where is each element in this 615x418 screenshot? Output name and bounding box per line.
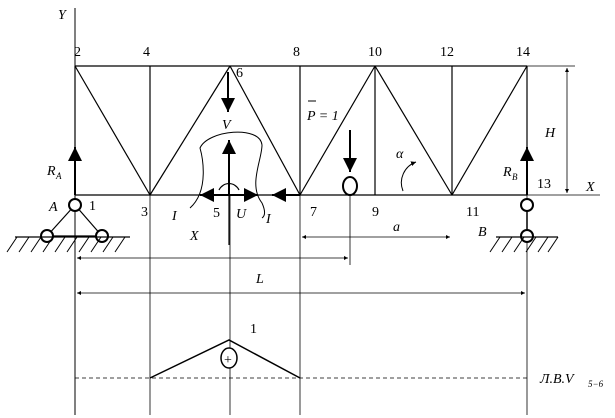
height-label: H [544, 126, 556, 141]
span-dimension: L [77, 272, 525, 295]
truss-verticals [74, 66, 528, 195]
plus-sign: + [224, 353, 232, 368]
plus-sign-circle [220, 347, 238, 369]
section-right-label: I [265, 212, 272, 227]
span-label: L [255, 272, 264, 287]
reaction-ra: R A [46, 147, 82, 195]
angle-alpha: α [396, 147, 417, 192]
truss-chords [75, 65, 527, 196]
force-v: V [221, 72, 235, 133]
unit-load: P = 1 [306, 100, 358, 265]
node-labels: 1 2 3 4 5 6 7 8 9 10 11 12 13 14 [74, 45, 551, 221]
influence-line-label: Л.В.V [539, 372, 575, 387]
reaction-ra-sub: A [55, 171, 62, 181]
node-14: 14 [516, 45, 530, 60]
reaction-ra-label: R [46, 164, 56, 179]
node-11: 11 [466, 205, 479, 220]
support-a-label: A [48, 200, 58, 215]
support-b: B [478, 198, 559, 253]
node-5: 5 [213, 206, 220, 221]
force-v-label: V [222, 118, 232, 133]
force-u-label: U [236, 207, 247, 222]
section-x-label: X [189, 229, 199, 244]
node-4: 4 [143, 45, 150, 60]
node-1: 1 [89, 199, 96, 214]
section-cut-curve [189, 131, 266, 219]
influence-peak-label: 1 [250, 322, 257, 337]
dimension-a-label: a [393, 220, 400, 235]
node-8: 8 [293, 45, 300, 60]
support-b-label: B [478, 225, 487, 240]
projection-lines [149, 195, 528, 415]
node-7: 7 [310, 205, 317, 220]
y-axis-label: Y [58, 8, 68, 23]
node-9: 9 [372, 205, 379, 220]
reaction-rb-label: R [502, 165, 512, 180]
influence-line: 1 + Л.В.V 5−6 [75, 322, 604, 389]
unit-load-label: P = 1 [306, 109, 339, 124]
node-10: 10 [368, 45, 382, 60]
angle-alpha-label: α [396, 147, 404, 162]
section-left-label: I [171, 209, 178, 224]
node-2: 2 [74, 45, 81, 60]
height-dimension: H [527, 65, 600, 196]
dimension-a: a [302, 220, 450, 239]
node-5-forces: U X [189, 140, 258, 245]
node-6: 6 [236, 66, 243, 81]
node-3: 3 [141, 205, 148, 220]
node-13: 13 [537, 177, 551, 192]
node-12: 12 [440, 45, 454, 60]
support-a: A [6, 198, 130, 253]
influence-line-sub: 5−6 [588, 379, 604, 389]
truss-diagonals [74, 65, 528, 196]
x-axis-label: X [585, 180, 595, 195]
reaction-rb-sub: B [512, 172, 518, 182]
reaction-rb: R B [502, 147, 534, 195]
